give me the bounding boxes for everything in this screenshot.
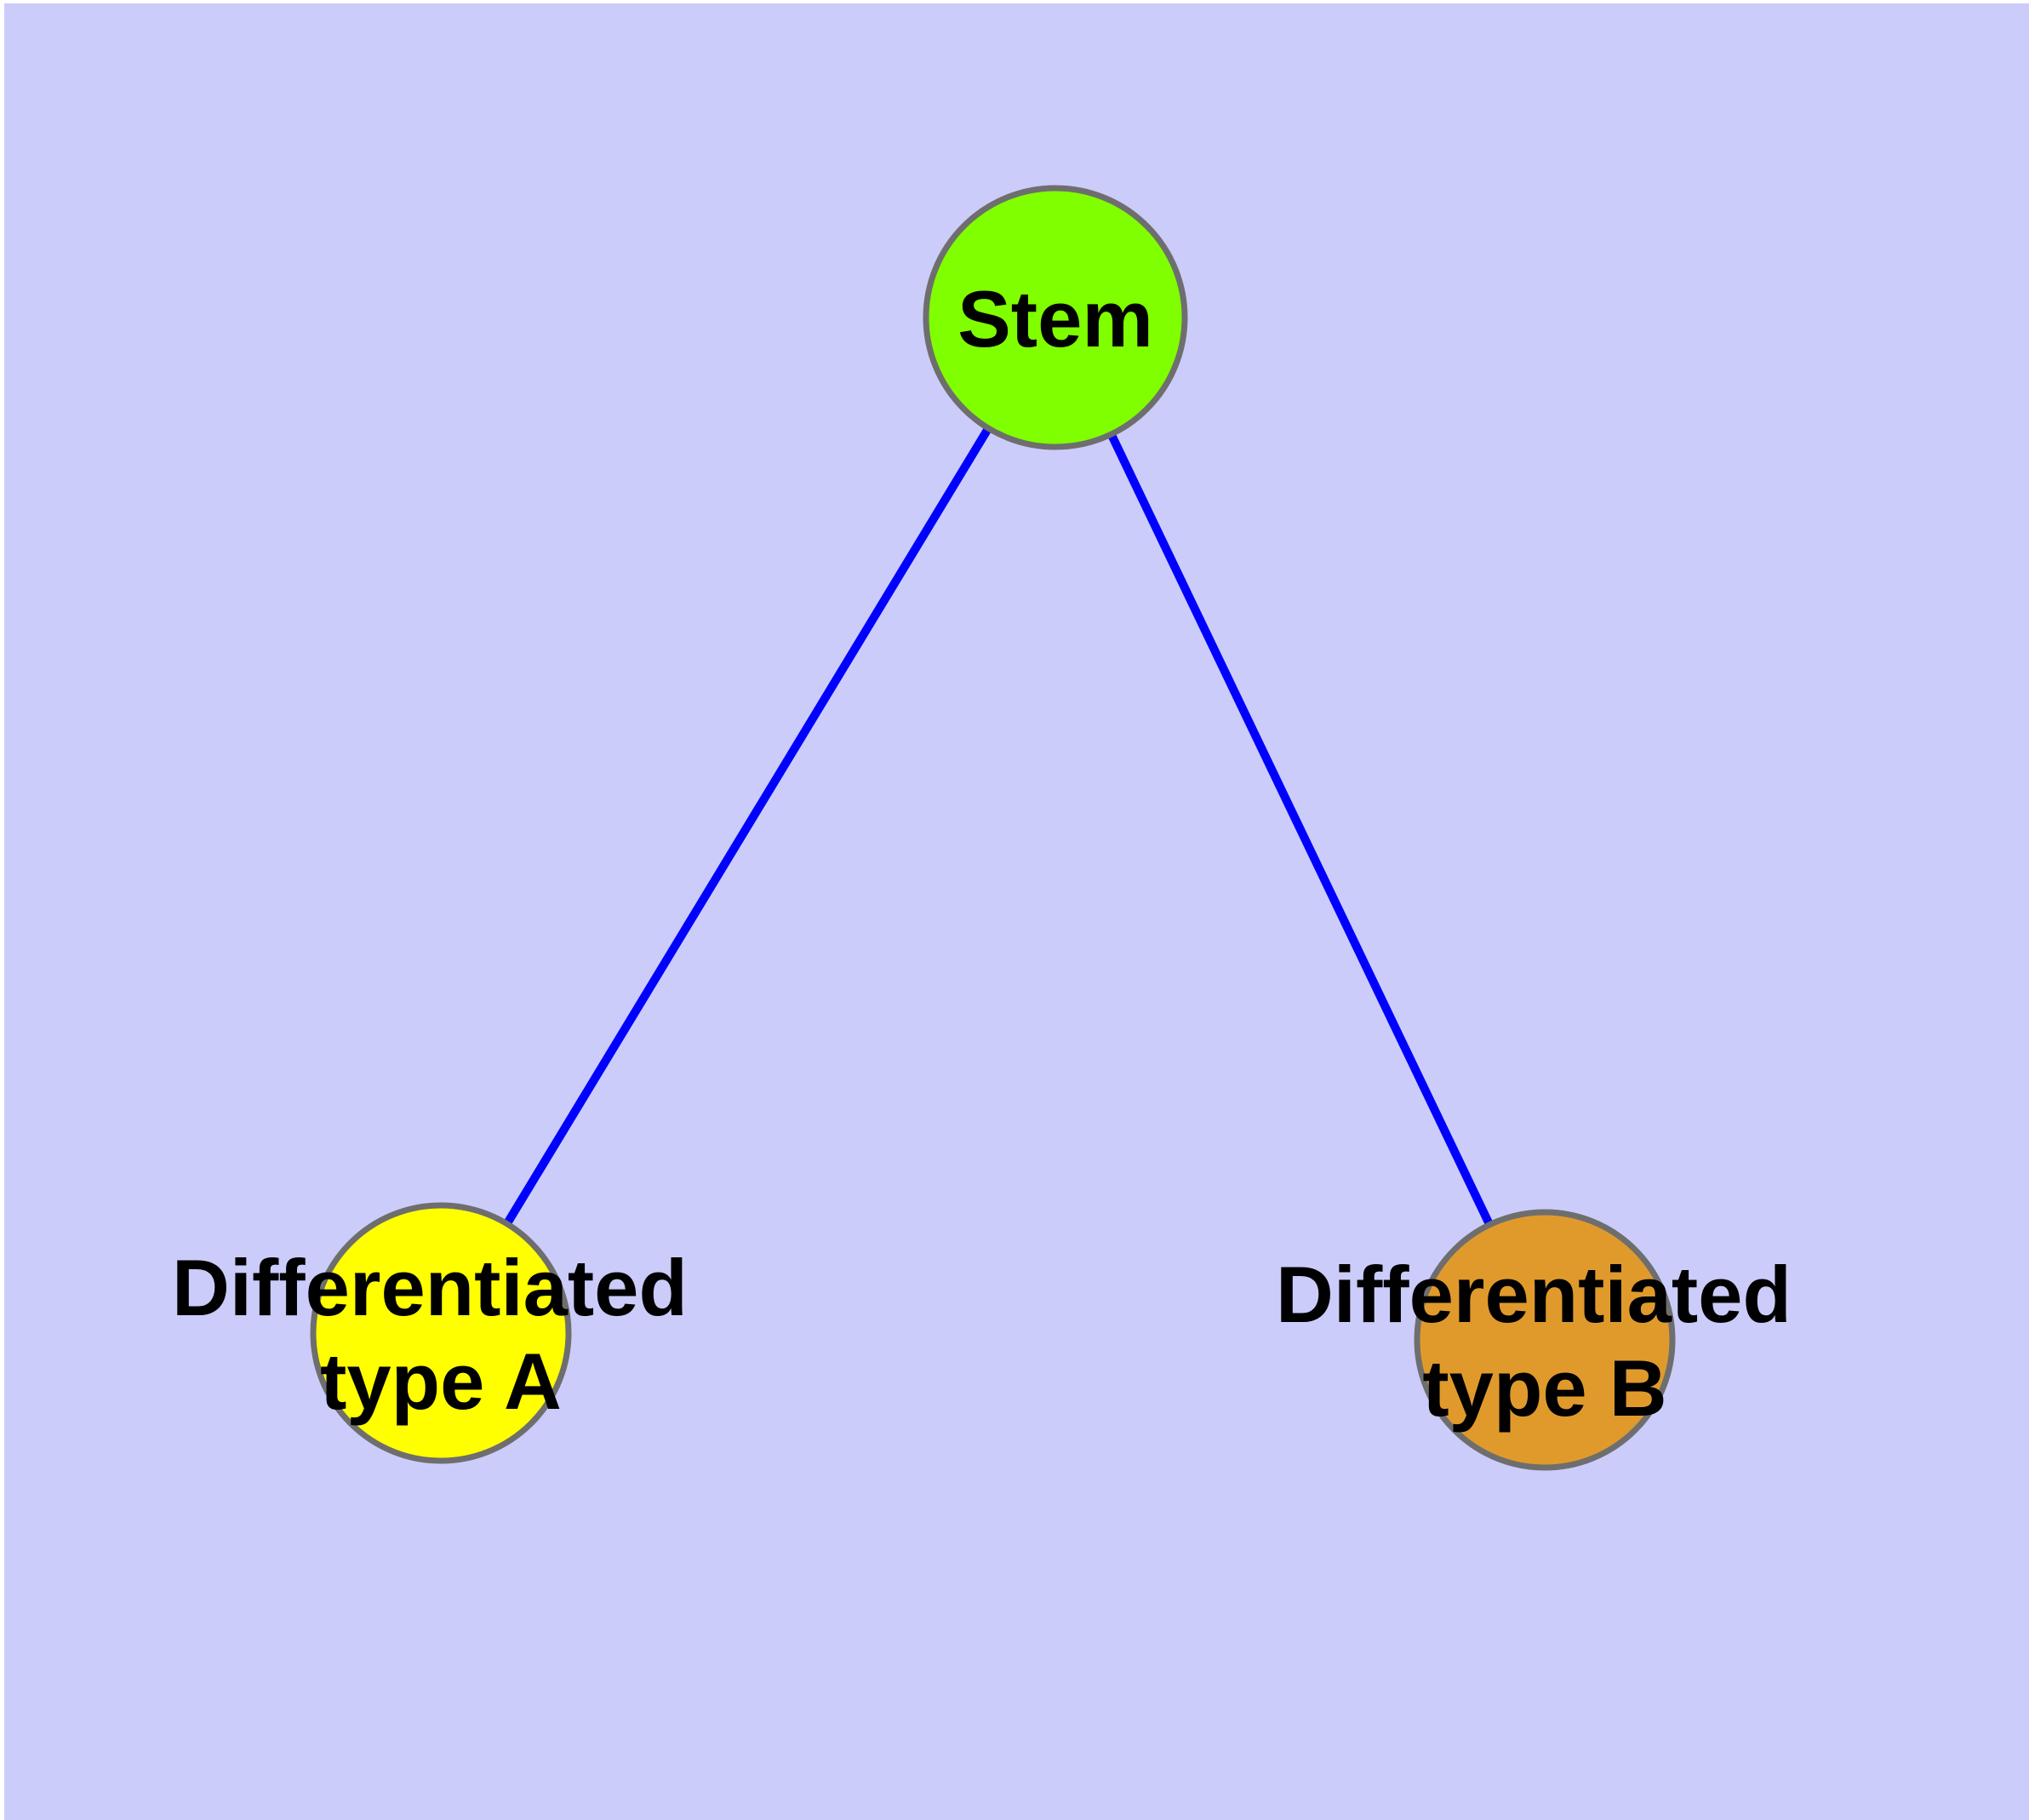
edge-stem-to-differentiated-type-a[interactable]: [504, 427, 992, 1225]
node-label-differentiated-type-a-line-1: type A: [320, 1336, 562, 1426]
node-label-stem-line-0: Stem: [957, 274, 1153, 363]
node-label-differentiated-type-a: Differentiated type A: [172, 1243, 710, 1426]
node-label-differentiated-type-b-line-1: type B: [1422, 1343, 1666, 1433]
node-label-differentiated-type-b-line-0: Differentiated: [1276, 1250, 1792, 1339]
node-label-stem: Stem: [957, 274, 1153, 363]
edge-stem-to-differentiated-type-b[interactable]: [1107, 433, 1493, 1226]
node-differentiated-type-a[interactable]: [310, 1202, 572, 1464]
node-stem[interactable]: [923, 185, 1188, 450]
node-label-differentiated-type-a-line-0: Differentiated: [172, 1243, 688, 1332]
node-label-differentiated-type-b: Differentiated type B: [1276, 1250, 1814, 1433]
node-differentiated-type-b[interactable]: [1414, 1209, 1676, 1471]
edge-layer: [504, 427, 1493, 1226]
node-layer: [310, 185, 1676, 1471]
label-layer: Stem Differentiated type A Differentiate…: [172, 274, 1814, 1433]
